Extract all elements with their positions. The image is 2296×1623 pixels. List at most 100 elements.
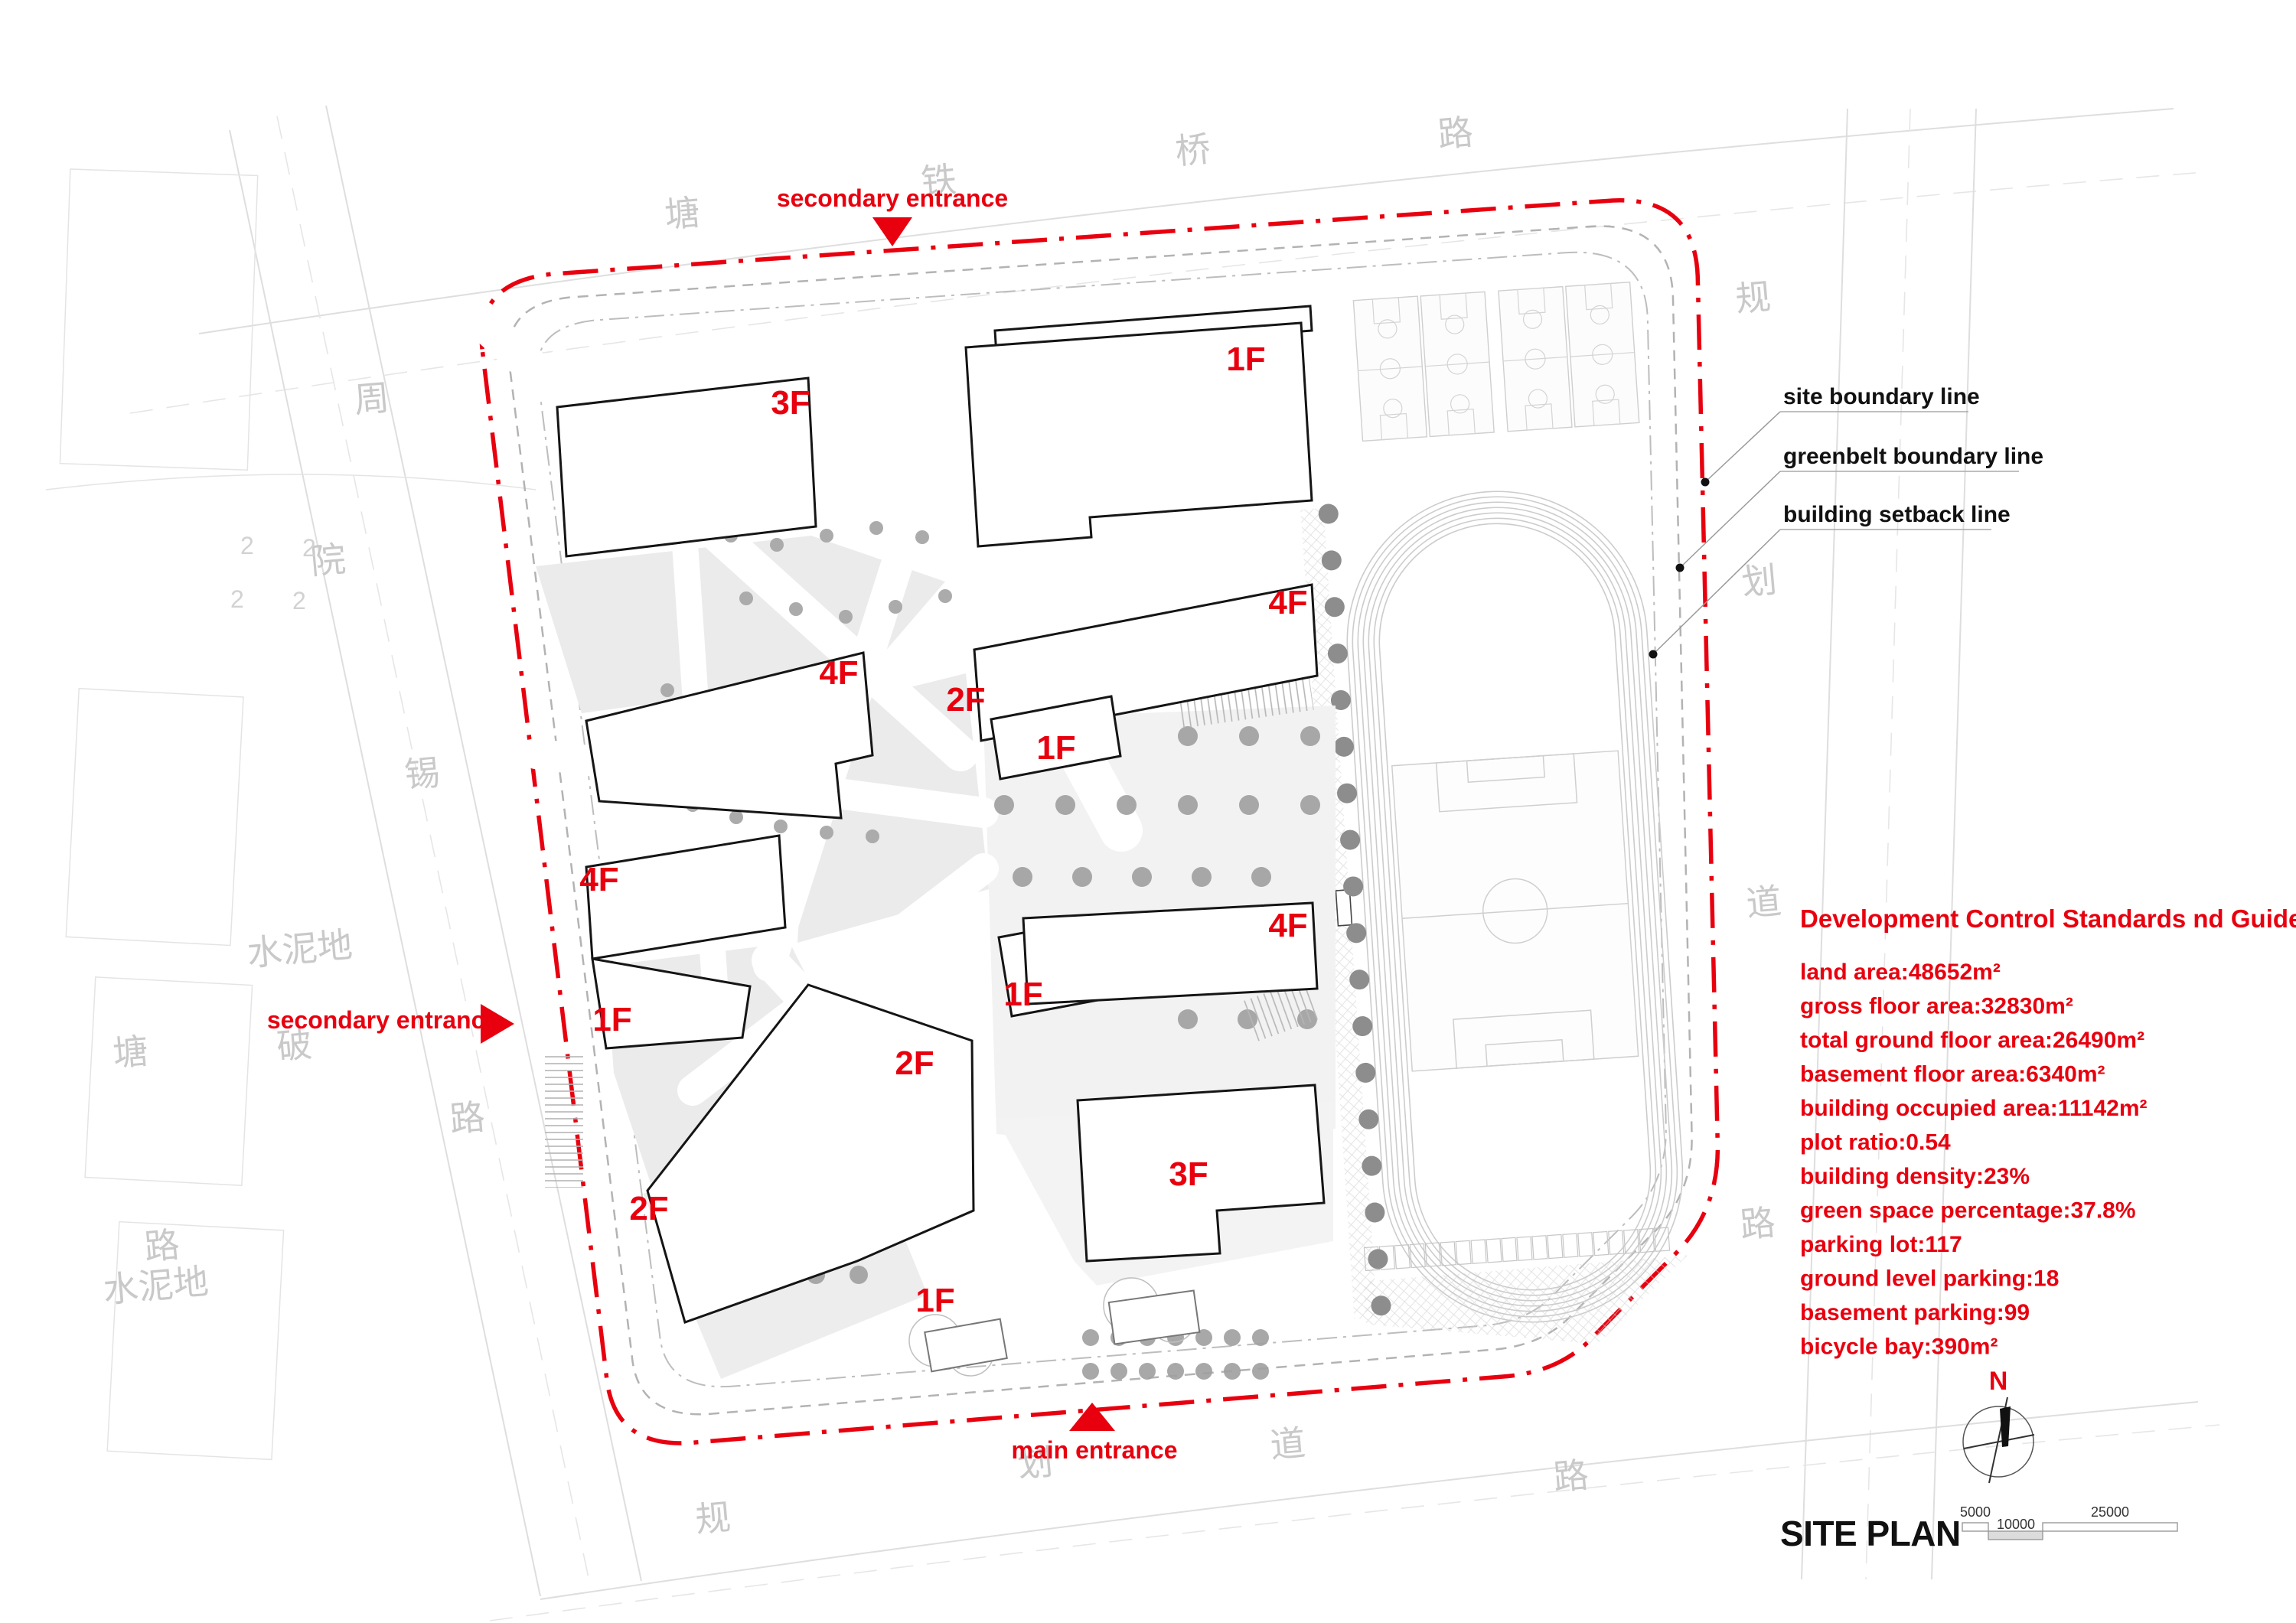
north-needle (2000, 1406, 2011, 1447)
compass-circle (1962, 1406, 2034, 1478)
parking-comb (545, 1056, 583, 1188)
parking-stall (1531, 1235, 1548, 1260)
tree (850, 1266, 868, 1284)
tree (1349, 970, 1370, 990)
standards-item: green space percentage:37.8% (1800, 1198, 2136, 1224)
context-line (45, 474, 536, 490)
parking-stall (1486, 1238, 1502, 1263)
floor-label-2f: 2F (629, 1190, 668, 1227)
tree (770, 538, 784, 552)
tree (1192, 867, 1212, 887)
tree (1300, 726, 1320, 746)
tree (1321, 550, 1342, 571)
building-2f-s (646, 983, 975, 1324)
road-name-label: 路 (1738, 1202, 1776, 1245)
tree (820, 529, 833, 543)
court-key-circle-top (1378, 319, 1397, 339)
title-block: SITE PLAN (1780, 1514, 1961, 1553)
tree (869, 521, 883, 535)
tree (1300, 795, 1320, 815)
parking-stall (1424, 1242, 1441, 1267)
tree (1224, 1329, 1241, 1346)
road-name-label: 路 (1436, 112, 1474, 155)
road-name-label: 铁 (919, 159, 957, 202)
court-key-circle-top (1590, 305, 1609, 325)
floor-label-3f: 3F (771, 384, 810, 422)
floor-label-3f: 3F (1169, 1155, 1208, 1193)
court-key-bottom (1525, 403, 1554, 431)
tree (729, 810, 743, 824)
court-key-bottom (1592, 399, 1621, 426)
standards-item: gross floor area:32830m² (1800, 994, 2073, 1019)
road-center-right (1865, 108, 1911, 1580)
path (472, 311, 978, 771)
standards-item: bicycle bay:390m² (1800, 1335, 1998, 1360)
path (677, 853, 999, 1106)
parking-stall (1516, 1236, 1533, 1261)
court-key-bottom (1379, 412, 1409, 441)
parking-stall (1440, 1241, 1456, 1266)
equipment-box (1335, 888, 1353, 927)
road-edge-right-1 (1801, 108, 1848, 1580)
road-name-label: 路 (142, 1224, 181, 1267)
parking-stall (1653, 1227, 1671, 1252)
court-center-circle (1592, 344, 1613, 365)
tree (1178, 726, 1198, 746)
standards-item: building occupied area:11142m² (1800, 1096, 2148, 1121)
entrance-arrow (872, 217, 912, 246)
tree (1195, 1363, 1212, 1380)
track-lane (1368, 512, 1662, 1302)
track-lanes (1346, 490, 1684, 1323)
tree (1239, 795, 1259, 815)
context-block (59, 168, 259, 471)
entrance-label: main entrance (1012, 1436, 1178, 1464)
road-name-label: 水泥地 (102, 1261, 210, 1310)
entrance-label: secondary entrance (267, 1006, 498, 1034)
tree (1318, 504, 1339, 524)
court-key-circle-top (1445, 314, 1465, 334)
court-center-circle (1525, 348, 1546, 370)
road-edge-bottom (540, 1401, 2199, 1600)
legend-dot (1675, 563, 1684, 572)
standards-item: basement floor area:6340m² (1800, 1062, 2105, 1087)
site-rotated-frame (479, 198, 1720, 1445)
parking-stall (1455, 1240, 1472, 1266)
building-3f-nw (556, 376, 817, 558)
building-3f-s (1076, 1084, 1326, 1263)
floor-label-2f: 2F (895, 1045, 934, 1082)
parking-stall (1577, 1232, 1594, 1257)
road-name-label: 道 (1268, 1423, 1306, 1465)
tree (1371, 1295, 1391, 1316)
scale-seg-1 (1962, 1522, 1989, 1532)
standards-title: Development Control Standards nd Guideli… (1800, 904, 2296, 933)
court-key-circle-top (1522, 309, 1543, 329)
parking-stall (1623, 1229, 1640, 1254)
road-edge-left-2 (229, 129, 541, 1597)
tree (1055, 795, 1075, 815)
tree (739, 592, 753, 605)
buildings (556, 305, 1326, 1377)
tree (1224, 1363, 1241, 1380)
context-digit: 2 (240, 532, 254, 559)
scale-seg-3 (2042, 1522, 2178, 1532)
page-title: SITE PLAN (1780, 1514, 1961, 1553)
tree (1167, 1363, 1184, 1380)
parking-stall (1562, 1233, 1579, 1258)
tree (789, 602, 803, 616)
running-track (1335, 750, 1639, 1072)
court-half-line (1503, 356, 1567, 362)
track-lane (1357, 501, 1673, 1312)
legend-dot (1701, 477, 1710, 487)
building-setback-line (536, 251, 1667, 1388)
tree (820, 826, 833, 839)
legend-label: building setback line (1783, 502, 2011, 527)
context-block (65, 687, 244, 947)
road-edge-left-1 (325, 105, 642, 1582)
tree (1239, 726, 1259, 746)
north-compass: N (1962, 1367, 2035, 1484)
road-name-label: 破 (275, 1024, 313, 1067)
track-lane (1362, 507, 1668, 1307)
tree (1139, 1363, 1156, 1380)
